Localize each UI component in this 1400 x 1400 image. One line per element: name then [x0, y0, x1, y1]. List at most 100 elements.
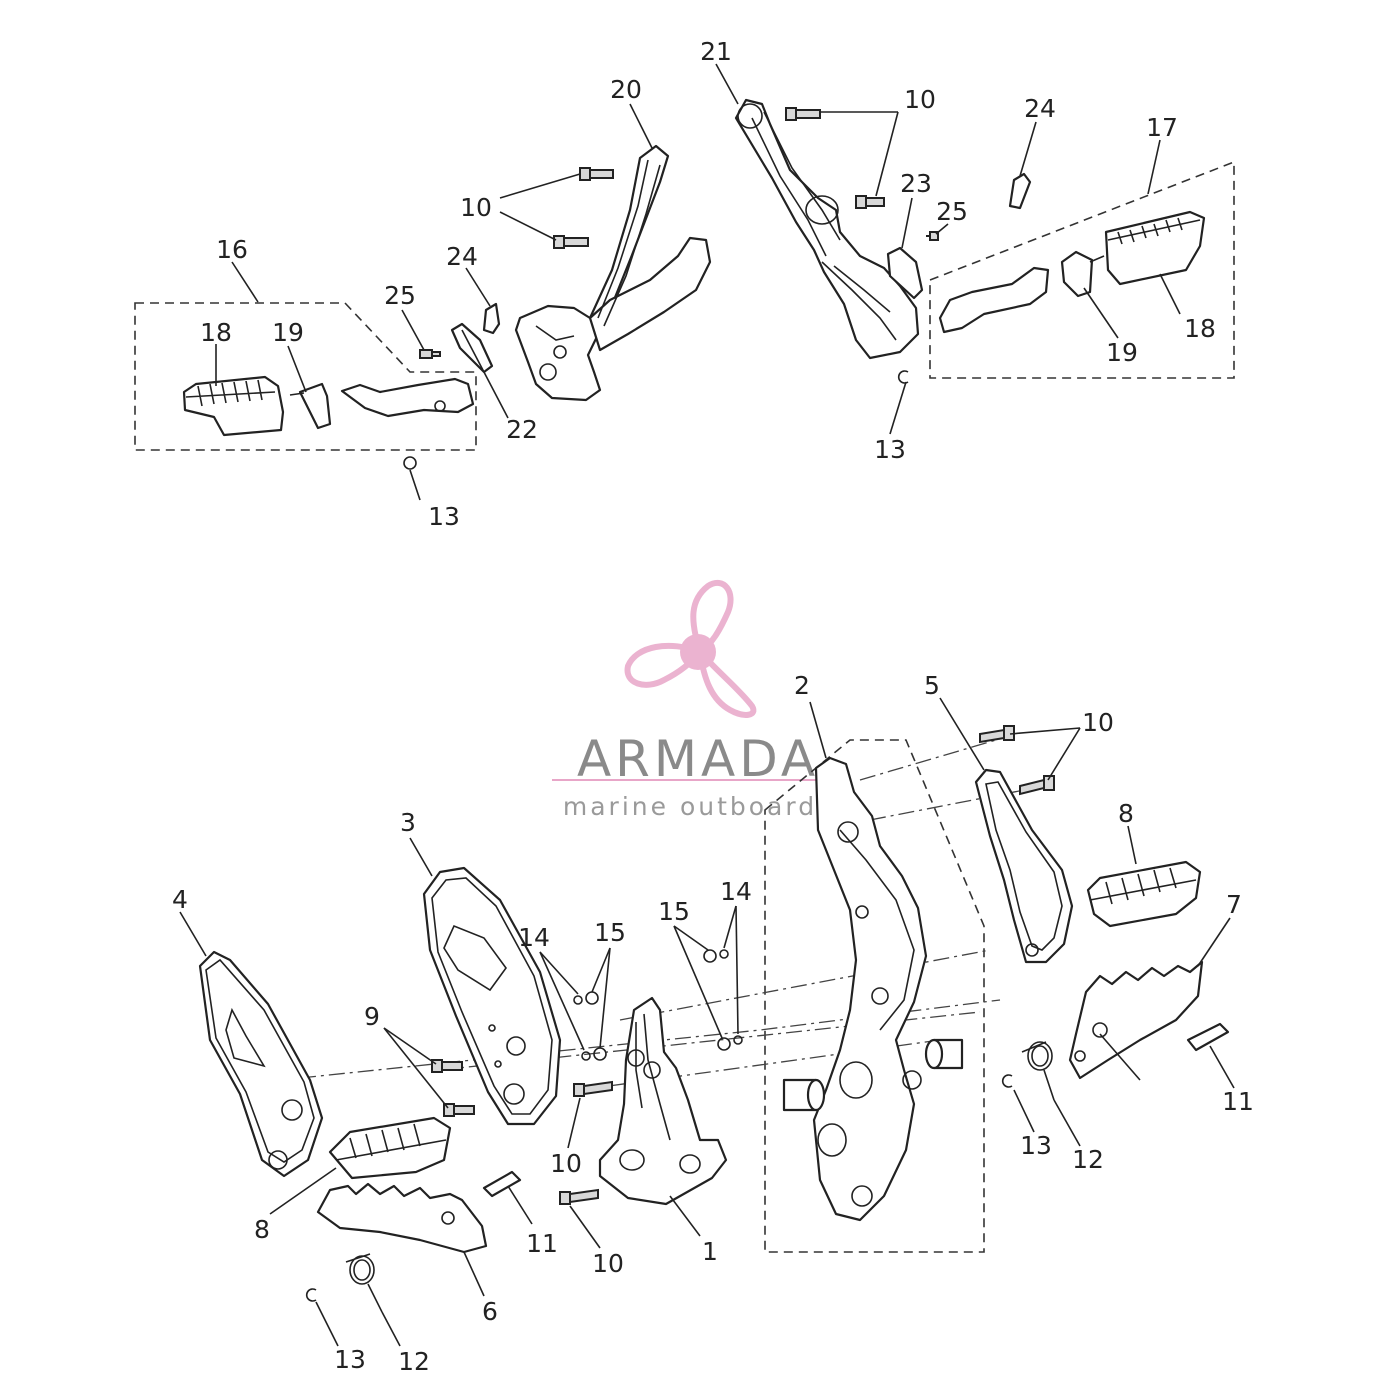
washer-boss	[902, 1070, 922, 1090]
callout-19-left: 19	[272, 318, 304, 347]
washer-14-c	[719, 949, 729, 959]
callout-12-bottom-right: 12	[1072, 1145, 1104, 1174]
callout-numbers: 16 18 19 25 24 22 13 10 20 21 10 23 25 2…	[172, 37, 1254, 1376]
callout-24-left: 24	[446, 242, 478, 271]
bolt-10-right-a	[979, 725, 1015, 744]
callout-11-left: 11	[526, 1229, 558, 1258]
washer-14-a	[573, 995, 583, 1005]
bolt-9-a	[431, 1059, 463, 1073]
pin-11-right	[1186, 1022, 1230, 1052]
circlip-13-bottom-right	[1001, 1074, 1013, 1088]
bolt-10-bottom-a	[573, 1080, 613, 1097]
bolt-9-b	[443, 1103, 475, 1117]
callout-18-left: 18	[200, 318, 232, 347]
washer-15-a	[585, 991, 599, 1005]
logo-tagline: marine outboards	[563, 792, 833, 821]
bracket-1	[598, 996, 728, 1206]
leader-lines	[179, 63, 1235, 1347]
callout-14-left: 14	[518, 923, 550, 952]
callout-14-right: 14	[720, 877, 752, 906]
callout-15-left: 15	[594, 918, 626, 947]
screw-25-right	[926, 231, 939, 241]
plate-23	[886, 246, 924, 300]
callout-13-top-right: 13	[874, 435, 906, 464]
spring-12-left	[345, 1253, 383, 1313]
callout-11-right: 11	[1222, 1087, 1254, 1116]
callout-19-right: 19	[1106, 338, 1138, 367]
callout-7: 7	[1226, 890, 1242, 919]
callout-10-top-left: 10	[460, 193, 492, 222]
bolt-10-top-b	[553, 235, 589, 249]
callout-8-right: 8	[1118, 799, 1134, 828]
passenger-footrest-left-group	[134, 302, 477, 470]
propeller-logo-icon	[624, 580, 757, 718]
heel-guard-4	[198, 950, 324, 1178]
screw-25-left	[419, 349, 441, 359]
footpeg-8-right	[1086, 860, 1202, 928]
circlip-13-bottom-left	[305, 1288, 317, 1302]
callout-22: 22	[506, 415, 538, 444]
footpeg-rubber-right	[1104, 210, 1206, 286]
washer-15-b	[593, 1047, 607, 1061]
passenger-footrest-right-group	[929, 160, 1235, 379]
bushing-left	[782, 1078, 826, 1112]
heel-guard-5	[974, 768, 1074, 964]
callout-4: 4	[172, 885, 188, 914]
callout-1: 1	[702, 1237, 718, 1266]
logo-name: ARMADA	[577, 730, 819, 788]
callout-6: 6	[482, 1297, 498, 1326]
callout-20: 20	[610, 75, 642, 104]
callout-13-bottom-right: 13	[1020, 1131, 1052, 1160]
callout-17: 17	[1146, 113, 1178, 142]
callout-10-bottom-b: 10	[592, 1249, 624, 1278]
footpeg-6	[316, 1182, 488, 1254]
bracket-20	[514, 144, 712, 402]
callout-25-left: 25	[384, 281, 416, 310]
footpeg-rubber-left	[182, 375, 285, 437]
callout-24-right: 24	[1024, 94, 1056, 123]
washer-15-c	[703, 949, 717, 963]
heel-guard-3	[422, 866, 562, 1126]
callout-15-right: 15	[658, 897, 690, 926]
callout-13-bottom-left: 13	[334, 1345, 366, 1374]
bushing-right	[924, 1038, 964, 1070]
callout-8-left: 8	[254, 1215, 270, 1244]
footpeg-clip-left	[298, 382, 332, 430]
pin-24-right	[1008, 172, 1032, 210]
callout-18-right: 18	[1184, 314, 1216, 343]
pin-11-left	[482, 1170, 522, 1198]
callout-10-right: 10	[1082, 708, 1114, 737]
circlip-13-right-top	[897, 370, 909, 384]
callout-3: 3	[400, 808, 416, 837]
footpeg-7	[1068, 960, 1204, 1080]
callout-21: 21	[700, 37, 732, 66]
callout-5: 5	[924, 671, 940, 700]
spring-12-right	[1021, 1041, 1055, 1101]
bolt-10-top-c	[785, 107, 821, 121]
circlip-13-left	[403, 456, 417, 470]
washer-14-d	[733, 1035, 743, 1045]
footrest-hanger-right	[938, 266, 1050, 334]
callout-23: 23	[900, 169, 932, 198]
callout-9: 9	[364, 1002, 380, 1031]
callout-10-bottom-a: 10	[550, 1149, 582, 1178]
callout-2: 2	[794, 671, 810, 700]
callout-25-right: 25	[936, 197, 968, 226]
footrest-hanger-left	[340, 377, 475, 418]
callout-12-bottom-left: 12	[398, 1347, 430, 1376]
footpeg-8-left	[328, 1116, 452, 1180]
bracket-21	[734, 98, 920, 360]
callout-16: 16	[216, 235, 248, 264]
callout-13-top-left: 13	[428, 502, 460, 531]
pin-24-left	[482, 302, 501, 335]
armada-logo: ARMADA marine outboards	[552, 580, 844, 821]
callout-10-top-right: 10	[904, 85, 936, 114]
washer-15-d	[717, 1037, 731, 1051]
footpeg-clip-right	[1060, 250, 1094, 298]
bolt-10-top-a	[579, 167, 614, 181]
washer-14-b	[581, 1051, 591, 1061]
bolt-10-top-d	[855, 195, 885, 209]
bolt-10-bottom-b	[559, 1188, 599, 1205]
bracket-2	[812, 756, 928, 1222]
